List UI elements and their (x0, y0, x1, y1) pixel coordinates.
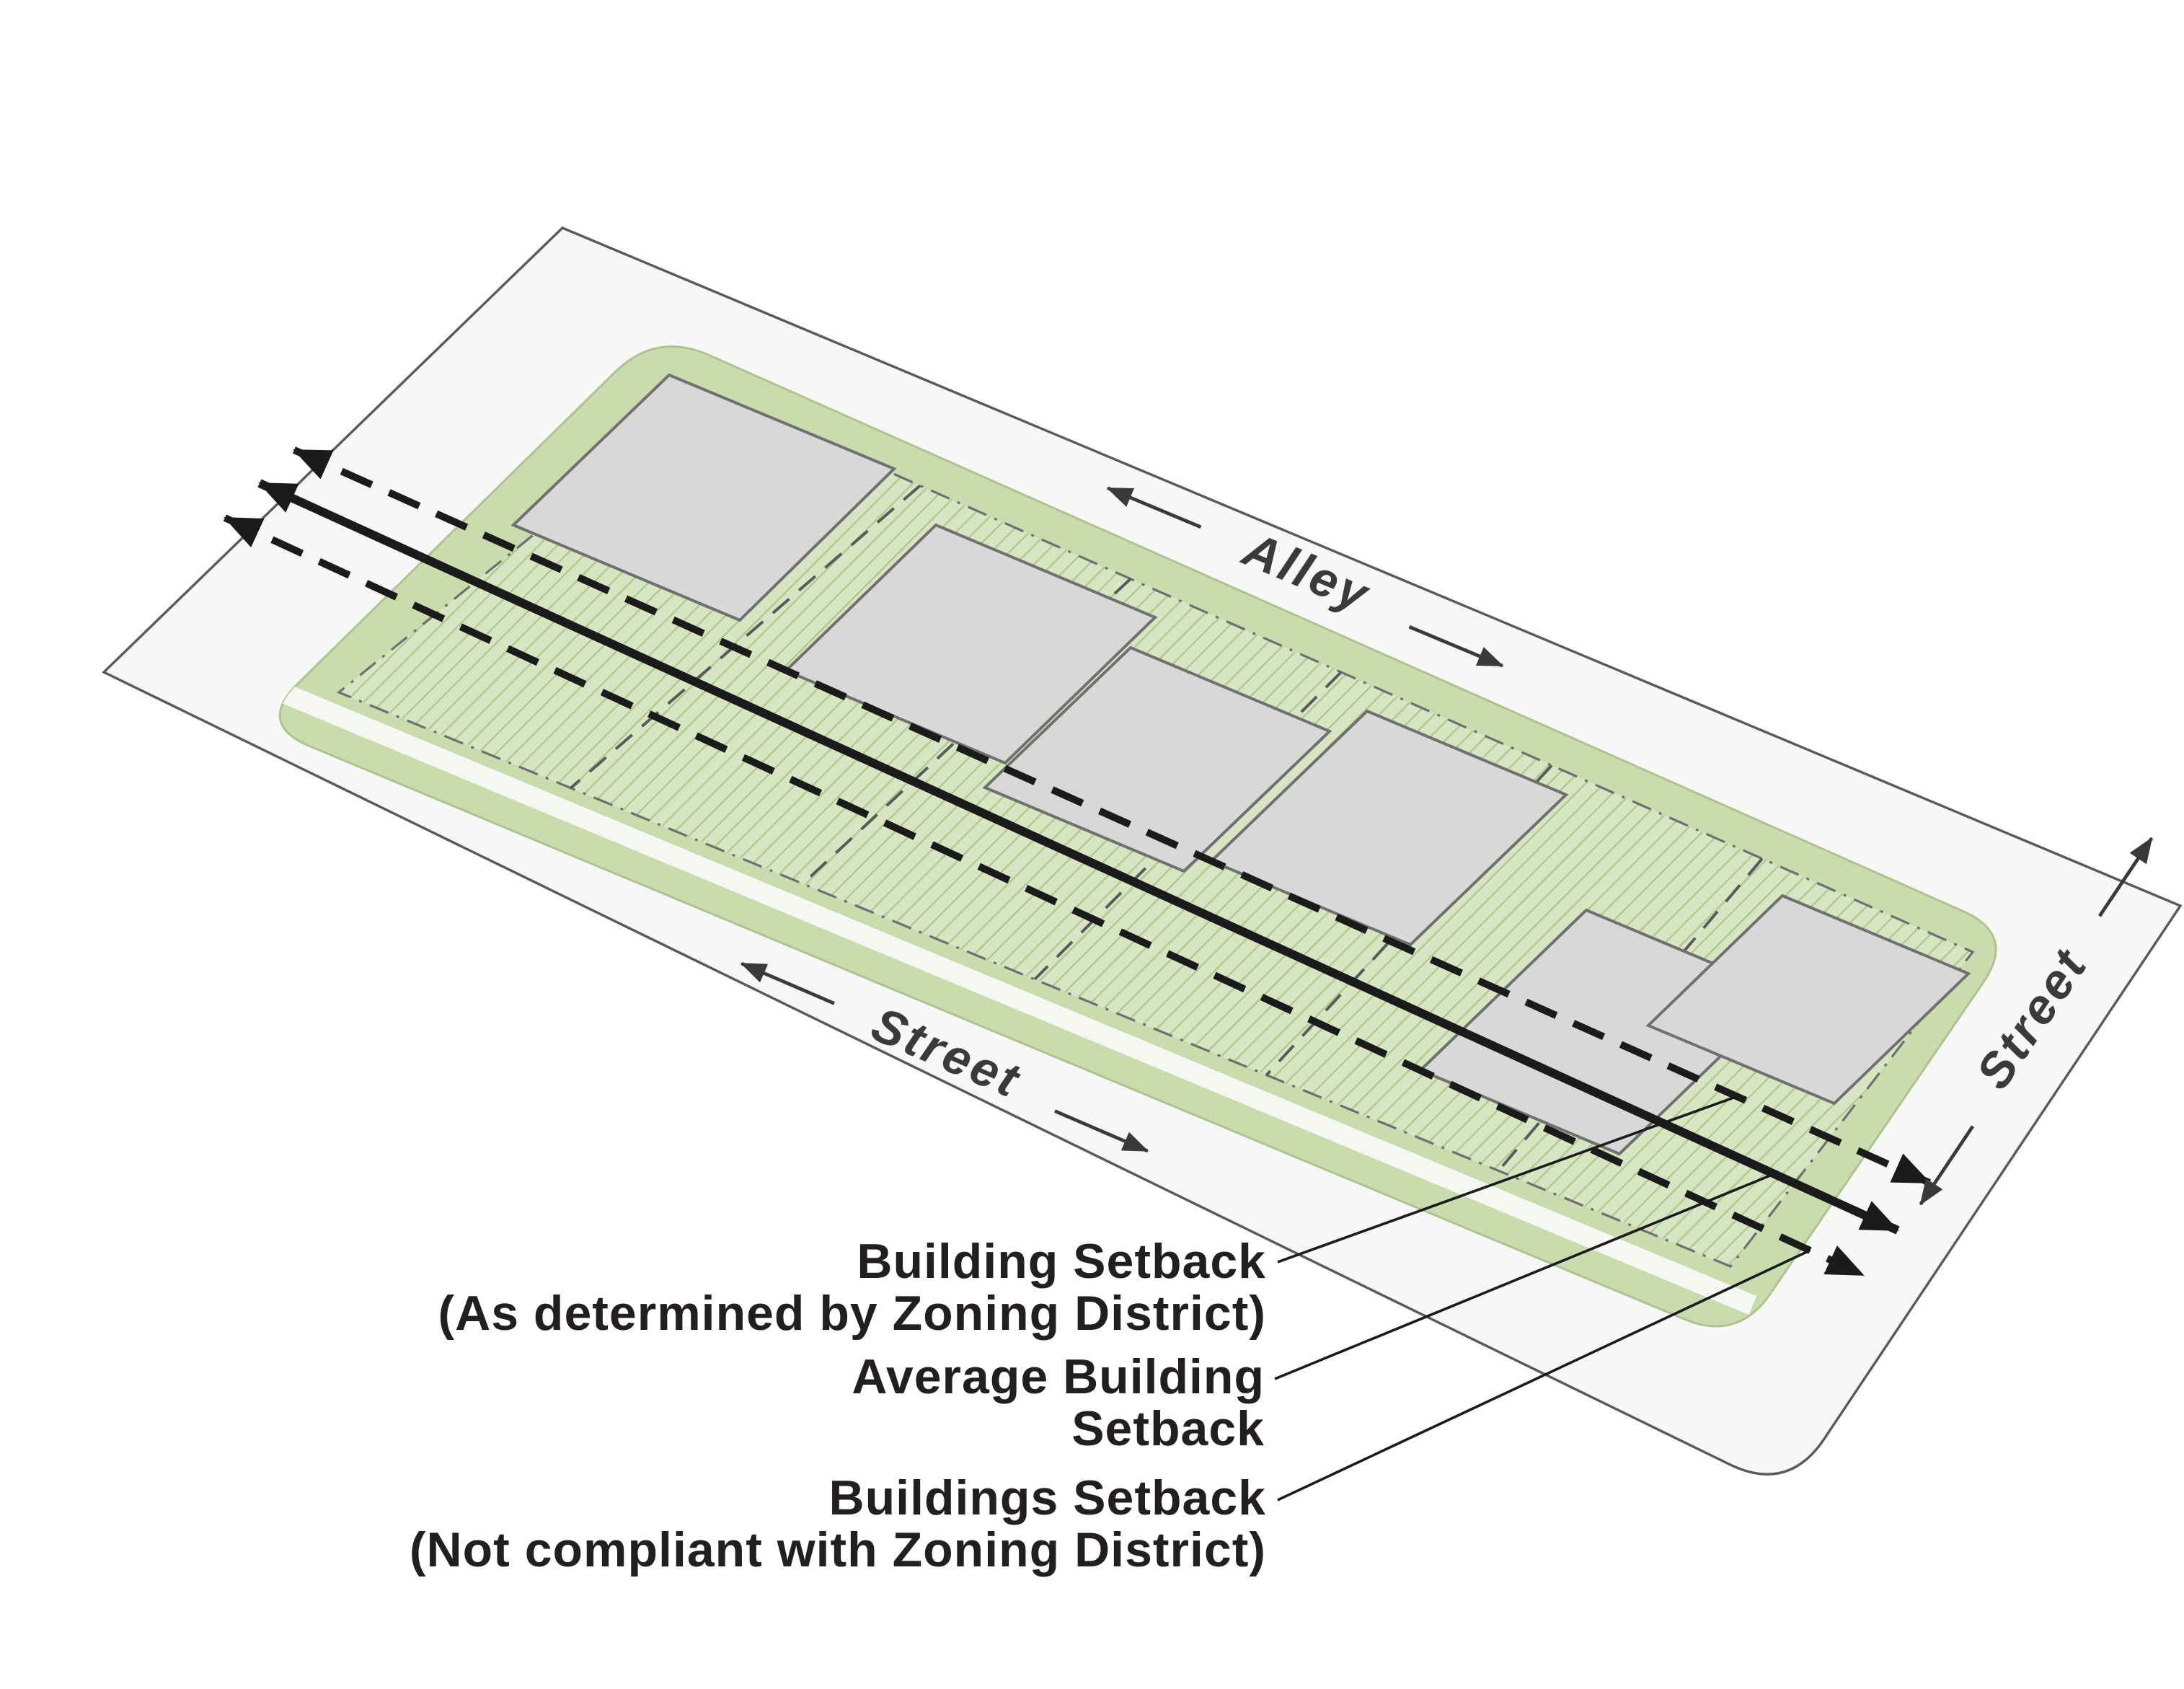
street-front-arrow-left-icon (740, 961, 835, 1005)
annotation-average-line2: Setback (1071, 1401, 1265, 1456)
street-side-arrow-down-icon (1919, 1125, 1975, 1206)
annotation-noncompliant-line1: Buildings Setback (829, 1470, 1266, 1525)
street-front-arrow-right-icon (1054, 1109, 1149, 1153)
setback-line-noncompliant (223, 514, 1865, 1279)
annotation-zoning-line2: (As determined by Zoning District) (438, 1286, 1266, 1341)
annotation-noncompliant-line2: (Not compliant with Zoning District) (410, 1522, 1266, 1577)
alley-arrow-right-icon (1408, 625, 1504, 668)
street-side-arrow-up-icon (2097, 837, 2154, 917)
annotation-average-line1: Average Building (852, 1349, 1265, 1404)
leader-average-setback (1274, 1173, 1774, 1380)
annotation-zoning-line1: Building Setback (857, 1234, 1266, 1289)
leader-zoning-setback (1277, 1095, 1738, 1264)
alley-arrow-left-icon (1106, 486, 1202, 529)
leader-noncompliant-setback (1277, 1249, 1811, 1501)
